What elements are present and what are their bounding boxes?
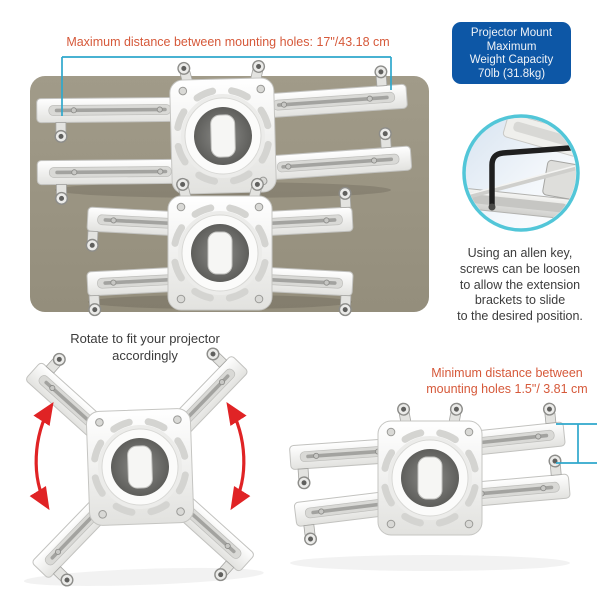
capacity-line: Projector Mount [470, 27, 553, 39]
allen-note-line: to allow the extension [459, 277, 581, 292]
capacity-line: Weight Capacity [469, 54, 554, 67]
min-distance-measure-line [556, 423, 597, 464]
min-note-line: mounting holes 1.5"/ 3.81 cm [426, 382, 588, 396]
capacity-line: Maximum [486, 40, 537, 53]
allen-key-icon [488, 144, 576, 211]
allen-key-inset [462, 114, 580, 232]
weight-capacity-badge: Projector Mount Maximum Weight Capacity … [452, 22, 571, 84]
mount-rotated-photo [23, 345, 264, 589]
allen-note-line: to the desired position. [457, 309, 583, 324]
allen-note-line: screws can be loosen [459, 261, 581, 276]
max-distance-measure-line [61, 56, 392, 116]
allen-key-note: Using an allen key, screws can be loosen… [430, 246, 600, 325]
capacity-value: 70lb (31.8kg) [477, 67, 546, 80]
rotate-note: Rotate to fit your projector accordingly [45, 331, 245, 364]
min-note-line: Minimum distance between [431, 366, 583, 380]
rotate-note-line: Rotate to fit your projector [70, 331, 220, 346]
max-distance-note: Maximum distance between mounting holes:… [66, 35, 390, 49]
rotate-note-line: accordingly [112, 347, 178, 363]
allen-note-line: Using an allen key, [467, 246, 573, 260]
rotate-arrow-left-icon [29, 401, 54, 511]
mount-minimum-photo [288, 401, 571, 571]
background-panel [30, 76, 429, 312]
allen-note-line: brackets to slide [474, 293, 566, 308]
rotate-arrow-right-icon [226, 401, 251, 511]
min-distance-note: Minimum distance between mounting holes … [406, 365, 600, 397]
